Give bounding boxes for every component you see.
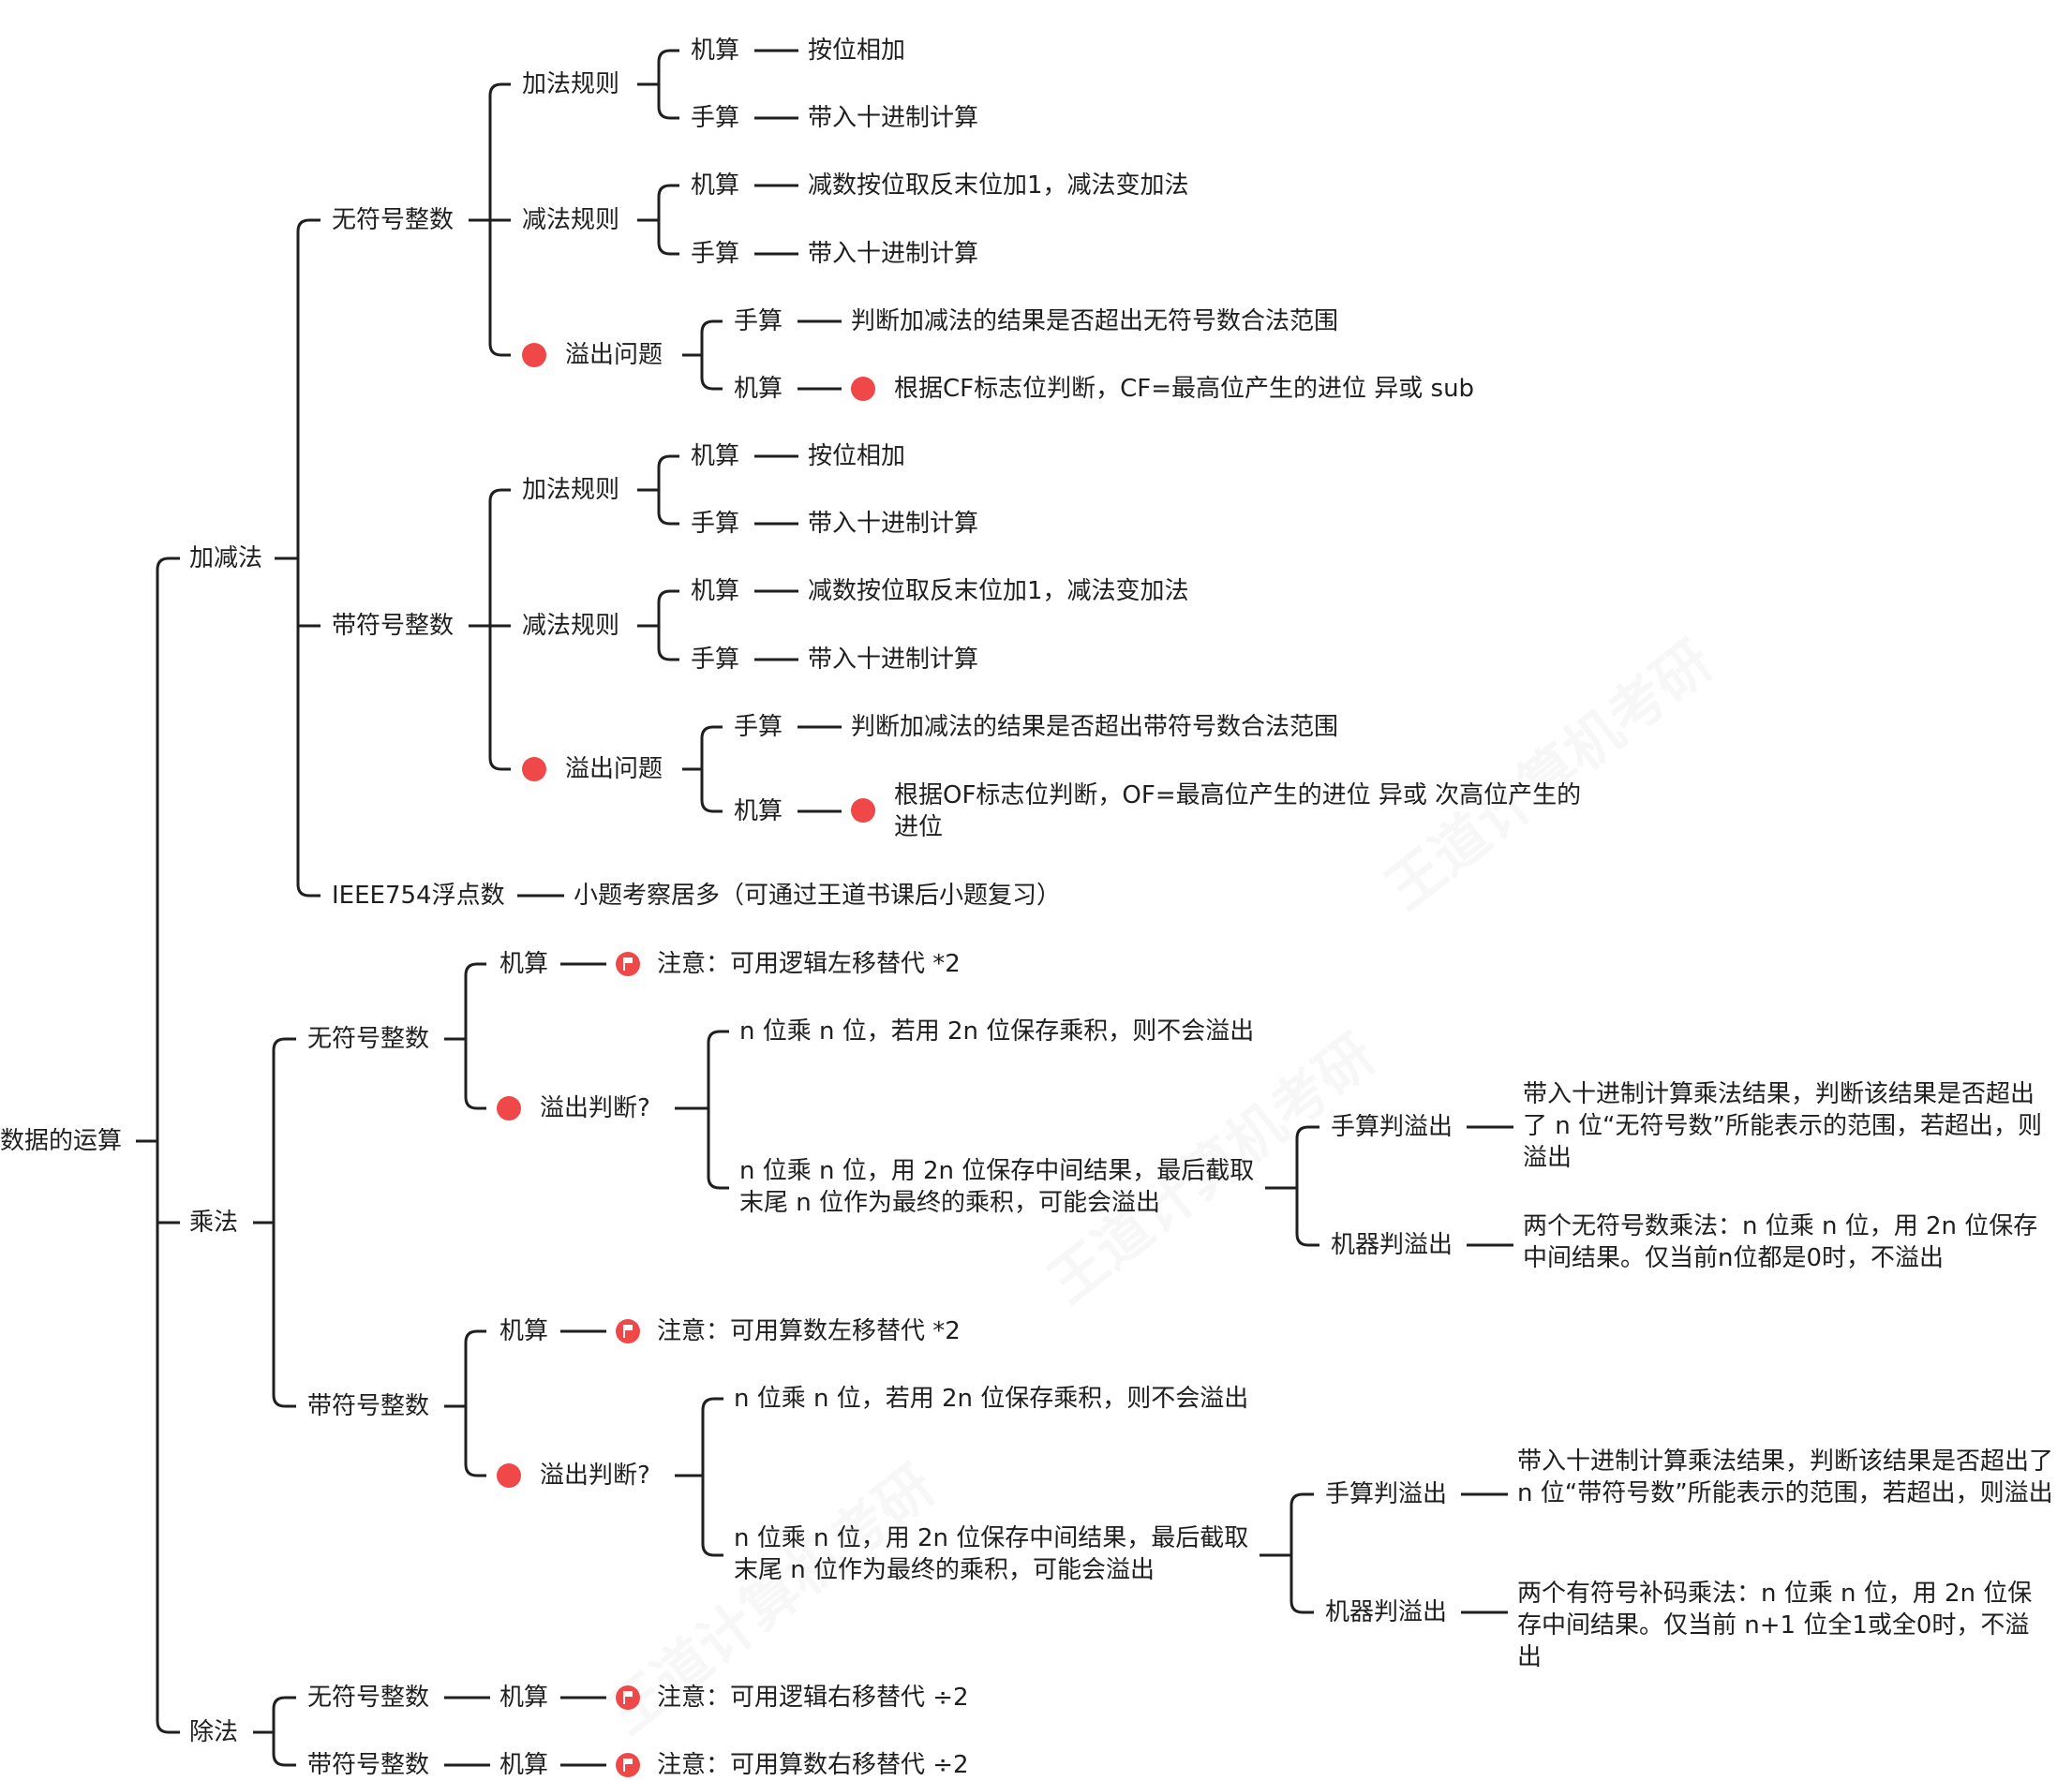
connector-line <box>296 218 320 898</box>
connector-line <box>701 1397 723 1557</box>
flag-icon <box>616 1753 640 1777</box>
node-case[interactable]: n 位乘 n 位，用 2n 位保存中间结果，最后截取末尾 n 位作为最终的乘积，… <box>739 1157 1255 1217</box>
connector-line <box>657 184 679 256</box>
node-machine[interactable]: 机算 <box>499 1684 549 1712</box>
node-desc[interactable]: 减数按位取反末位加1，减法变加法 <box>808 171 1189 200</box>
node-mul[interactable]: 乘法 <box>189 1209 239 1237</box>
node-desc[interactable]: 两个有符号补码乘法：n 位乘 n 位，用 2n 位保存中间结果。仅当前 n+1 … <box>1517 1580 2033 1671</box>
connector-line <box>156 557 180 1734</box>
root-node[interactable]: 数据的运算 <box>0 1127 123 1155</box>
node-hand[interactable]: 手算 <box>734 307 783 335</box>
node-desc[interactable]: 按位相加 <box>808 37 906 65</box>
red-dot-icon <box>497 1096 521 1121</box>
node-div[interactable]: 除法 <box>189 1718 239 1746</box>
node-machine[interactable]: 机算 <box>499 1751 549 1779</box>
connector-line <box>488 488 511 771</box>
connector-line <box>657 454 679 526</box>
node-hand-overflow[interactable]: 手算判溢出 <box>1325 1480 1448 1508</box>
node-desc[interactable]: 带入十进制计算 <box>808 240 979 268</box>
node-div-unsigned[interactable]: 无符号整数 <box>307 1684 430 1712</box>
node-mul-unsigned[interactable]: 无符号整数 <box>307 1025 430 1053</box>
node-desc[interactable]: 根据CF标志位判断，CF=最高位产生的进位 异或 sub <box>851 373 1474 405</box>
connector-line <box>1295 1125 1319 1247</box>
node-case[interactable]: n 位乘 n 位，若用 2n 位保存乘积，则不会溢出 <box>739 1017 1255 1046</box>
node-case[interactable]: n 位乘 n 位，若用 2n 位保存乘积，则不会溢出 <box>734 1385 1249 1413</box>
node-hand[interactable]: 手算 <box>691 104 740 132</box>
node-desc[interactable]: 两个无符号数乘法：n 位乘 n 位，用 2n 位保存中间结果。仅当前n位都是0时… <box>1523 1212 2038 1272</box>
node-overflow-check[interactable]: 溢出判断? <box>497 1092 650 1124</box>
connector-line <box>272 1037 296 1408</box>
connector-line <box>700 319 723 391</box>
connector-line <box>700 725 723 813</box>
node-sub-rule[interactable]: 减法规则 <box>522 206 620 234</box>
node-hand[interactable]: 手算 <box>691 646 740 674</box>
node-desc[interactable]: 按位相加 <box>808 442 906 470</box>
node-add-sub[interactable]: 加减法 <box>189 544 263 572</box>
node-desc[interactable]: 小题考察居多（可通过王道书课后小题复习） <box>574 882 1062 910</box>
node-addsub-signed[interactable]: 带符号整数 <box>332 612 455 640</box>
node-machine[interactable]: 机算 <box>691 37 740 65</box>
node-desc[interactable]: 带入十进制计算 <box>808 646 979 674</box>
node-div-signed[interactable]: 带符号整数 <box>307 1751 430 1779</box>
node-hand[interactable]: 手算 <box>691 240 740 268</box>
connector-line <box>707 1030 729 1190</box>
connector-line <box>1289 1492 1314 1614</box>
node-machine[interactable]: 机算 <box>499 950 549 978</box>
connector-line <box>464 962 486 1110</box>
node-desc[interactable]: 带入十进制计算 <box>808 510 979 538</box>
node-note[interactable]: 注意：可用逻辑右移替代 ÷2 <box>616 1682 969 1714</box>
node-overflow[interactable]: 溢出问题 <box>522 753 663 785</box>
flag-icon <box>616 952 640 976</box>
node-add-rule[interactable]: 加法规则 <box>522 476 620 504</box>
connector-line <box>657 49 679 120</box>
node-desc[interactable]: 带入十进制计算乘法结果，判断该结果是否超出了 n 位“带符号数”所能表示的范围，… <box>1517 1447 2054 1507</box>
red-dot-icon <box>851 377 875 401</box>
node-add-rule[interactable]: 加法规则 <box>522 70 620 98</box>
node-desc[interactable]: 判断加减法的结果是否超出无符号数合法范围 <box>851 307 1339 335</box>
red-dot-icon <box>522 343 546 367</box>
red-dot-icon <box>851 798 875 823</box>
node-desc[interactable]: 判断加减法的结果是否超出带符号数合法范围 <box>851 713 1339 741</box>
red-dot-icon <box>497 1463 521 1488</box>
node-machine[interactable]: 机算 <box>691 577 740 605</box>
node-desc[interactable]: 带入十进制计算乘法结果，判断该结果是否超出了 n 位“无符号数”所能表示的范围，… <box>1523 1080 2042 1172</box>
connector-line <box>464 1329 486 1477</box>
flag-icon <box>616 1319 640 1343</box>
node-machine-overflow[interactable]: 机器判溢出 <box>1325 1598 1448 1626</box>
node-overflow-check[interactable]: 溢出判断? <box>497 1460 650 1492</box>
node-machine[interactable]: 机算 <box>499 1317 549 1345</box>
node-note[interactable]: 注意：可用逻辑左移替代 *2 <box>616 948 961 980</box>
node-sub-rule[interactable]: 减法规则 <box>522 612 620 640</box>
node-machine[interactable]: 机算 <box>734 375 783 403</box>
node-mul-signed[interactable]: 带符号整数 <box>307 1392 430 1420</box>
node-note[interactable]: 注意：可用算数左移替代 *2 <box>616 1315 961 1347</box>
node-machine[interactable]: 机算 <box>734 797 783 825</box>
red-dot-icon <box>522 757 546 781</box>
node-desc[interactable]: 带入十进制计算 <box>808 104 979 132</box>
connector-line <box>272 1696 296 1767</box>
node-hand[interactable]: 手算 <box>691 510 740 538</box>
node-machine[interactable]: 机算 <box>691 171 740 200</box>
node-ieee754[interactable]: IEEE754浮点数 <box>332 882 505 910</box>
node-case[interactable]: n 位乘 n 位，用 2n 位保存中间结果，最后截取末尾 n 位作为最终的乘积，… <box>734 1524 1249 1584</box>
node-overflow[interactable]: 溢出问题 <box>522 339 663 371</box>
node-machine[interactable]: 机算 <box>691 442 740 470</box>
node-hand[interactable]: 手算 <box>734 713 783 741</box>
node-desc[interactable]: 减数按位取反末位加1，减法变加法 <box>808 577 1189 605</box>
connector-line <box>657 589 679 661</box>
flag-icon <box>616 1685 640 1710</box>
node-addsub-unsigned[interactable]: 无符号整数 <box>332 206 455 234</box>
node-machine-overflow[interactable]: 机器判溢出 <box>1331 1231 1453 1259</box>
node-note[interactable]: 注意：可用算数右移替代 ÷2 <box>616 1749 969 1781</box>
node-desc[interactable]: 根据OF标志位判断，OF=最高位产生的进位 异或 次高位产生的进位 <box>851 779 1591 843</box>
node-hand-overflow[interactable]: 手算判溢出 <box>1331 1113 1453 1141</box>
